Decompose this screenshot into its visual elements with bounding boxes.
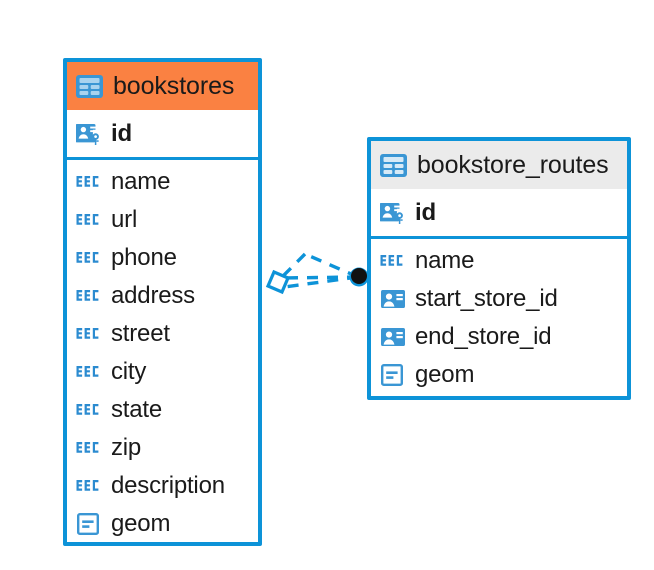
geometry-icon [380, 362, 406, 388]
entity-title: bookstores [113, 71, 235, 100]
filled-circle-marker [349, 267, 369, 287]
primary-key-icon [75, 121, 102, 147]
field-label: address [111, 282, 195, 309]
entity-header-bookstore-routes[interactable]: bookstore_routes [371, 141, 627, 189]
text-abc-icon [76, 438, 102, 458]
field-label: name [415, 247, 475, 274]
field-label: street [111, 320, 170, 347]
field-row-geom[interactable]: geom [371, 356, 627, 394]
field-row-address[interactable]: address [67, 277, 258, 315]
table-icon [380, 153, 407, 177]
field-row-city[interactable]: city [67, 353, 258, 391]
field-label: geom [111, 510, 171, 537]
text-abc-icon [76, 400, 102, 420]
field-label: geom [415, 361, 475, 388]
field-row-id[interactable]: id [67, 110, 258, 157]
primary-key-icon [379, 200, 406, 226]
field-label: name [111, 168, 171, 195]
text-abc-icon [380, 251, 406, 271]
field-label: url [111, 206, 138, 233]
foreign-key-icon [380, 324, 406, 350]
text-abc-icon [76, 286, 102, 306]
entity-table-bookstore-routes[interactable]: bookstore_routes [367, 137, 631, 400]
field-row-url[interactable]: url [67, 201, 258, 239]
text-abc-icon [76, 476, 102, 496]
field-label: id [415, 198, 436, 226]
geometry-icon [76, 511, 102, 537]
text-abc-icon [76, 172, 102, 192]
field-list-bookstore-routes: name start_store_id [371, 239, 627, 398]
field-row-start-store-id[interactable]: start_store_id [371, 280, 627, 318]
foreign-key-icon [380, 286, 406, 312]
primary-key-section: id [371, 189, 627, 239]
primary-key-section: id [67, 110, 258, 160]
field-row-name[interactable]: name [371, 242, 627, 280]
field-row-id[interactable]: id [371, 189, 627, 236]
entity-title: bookstore_routes [417, 150, 609, 179]
text-abc-icon [76, 210, 102, 230]
field-label: city [111, 358, 147, 385]
entity-header-bookstores[interactable]: bookstores [67, 62, 258, 110]
field-row-phone[interactable]: phone [67, 239, 258, 277]
field-label: end_store_id [415, 323, 552, 350]
text-abc-icon [76, 324, 102, 344]
field-label: zip [111, 434, 142, 461]
field-label: description [111, 472, 225, 499]
text-abc-icon [76, 248, 102, 268]
field-row-description[interactable]: description [67, 467, 258, 505]
relationship-connector[interactable] [255, 240, 385, 320]
field-row-street[interactable]: street [67, 315, 258, 353]
field-row-state[interactable]: state [67, 391, 258, 429]
field-list-bookstores: name url [67, 160, 258, 547]
table-icon [76, 74, 103, 98]
field-row-end-store-id[interactable]: end_store_id [371, 318, 627, 356]
field-row-name[interactable]: name [67, 163, 258, 201]
field-label: state [111, 396, 163, 423]
entity-table-bookstores[interactable]: bookstores id [63, 58, 262, 546]
text-abc-icon [76, 362, 102, 382]
field-row-geom[interactable]: geom [67, 505, 258, 543]
open-diamond-marker [265, 269, 291, 295]
field-label: id [111, 119, 132, 147]
field-row-zip[interactable]: zip [67, 429, 258, 467]
field-label: phone [111, 244, 177, 271]
field-label: start_store_id [415, 285, 558, 312]
